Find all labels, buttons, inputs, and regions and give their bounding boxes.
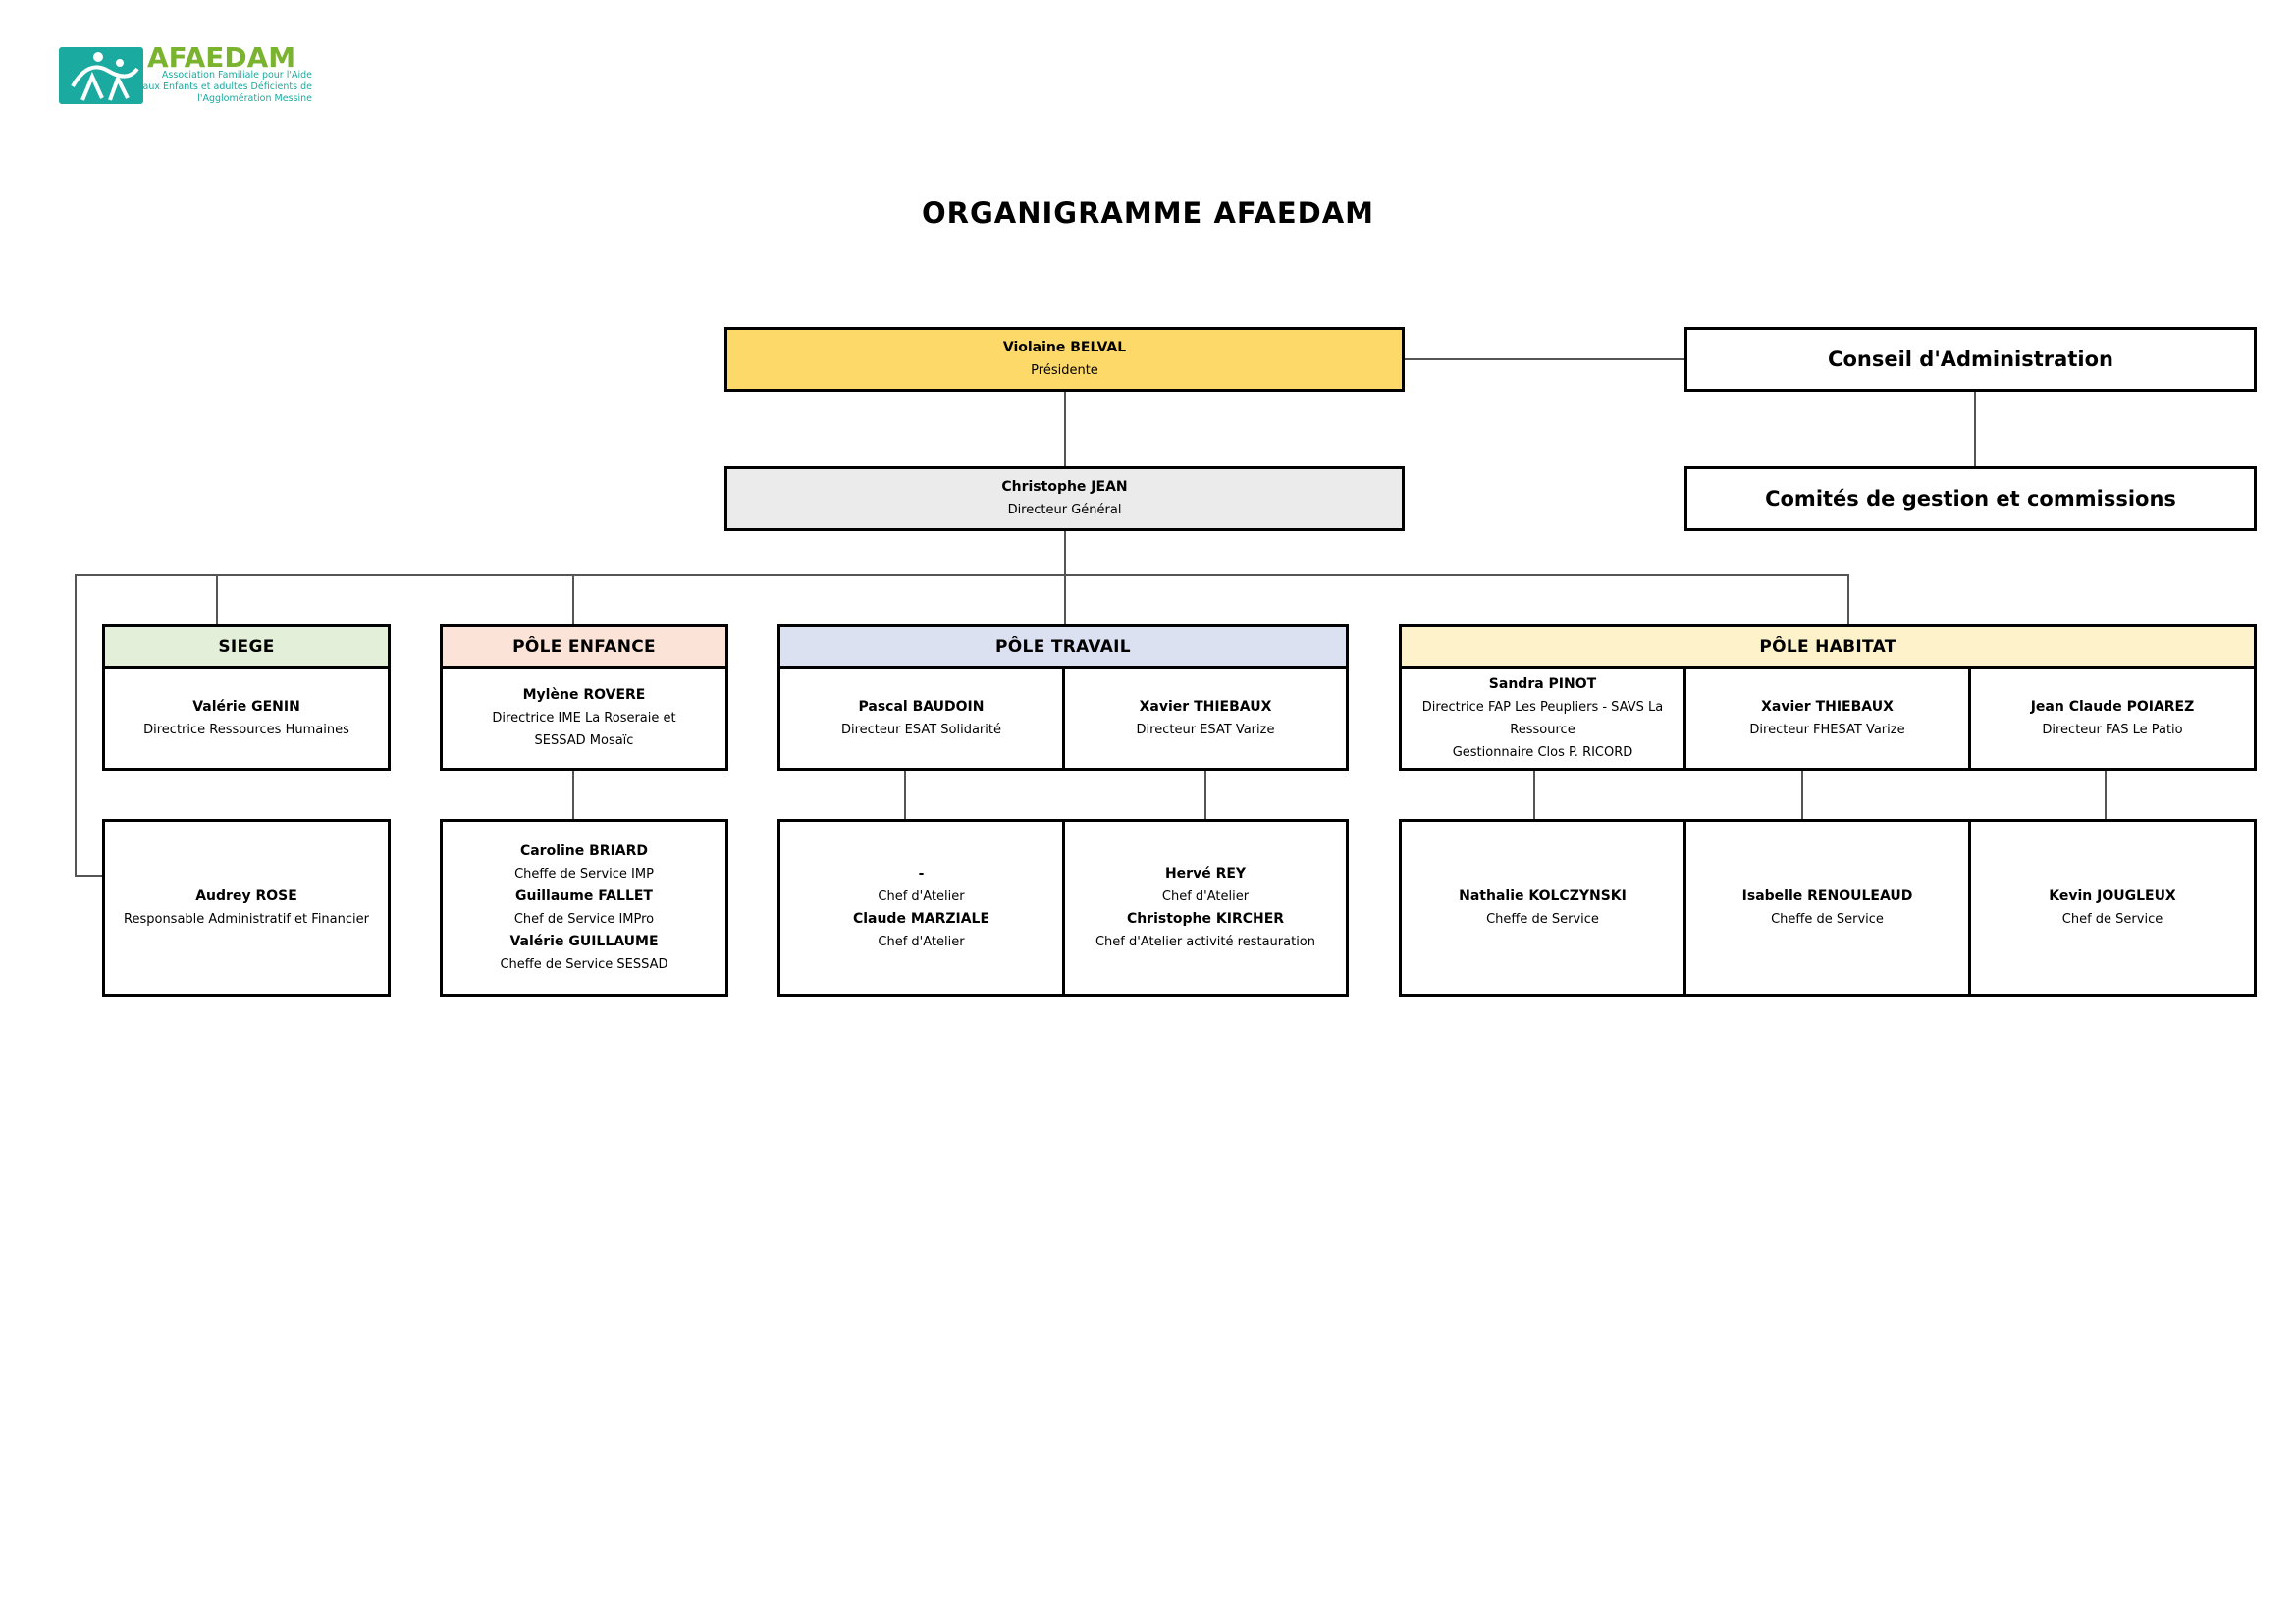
person-role: Directrice IME La Roseraie et — [492, 711, 676, 726]
person-name: Mylène ROVERE — [522, 687, 646, 703]
siege-head-box: Valérie GENIN Directrice Ressources Huma… — [102, 666, 391, 771]
pole-header-enfance: PÔLE ENFANCE — [440, 624, 728, 669]
person-name: Audrey ROSE — [195, 888, 297, 904]
person-name: Isabelle RENOULEAUD — [1741, 888, 1913, 904]
person-role: SESSAD Mosaïc — [534, 733, 634, 748]
connector-board-committees — [1974, 392, 1976, 467]
person-role: Chef d'Atelier — [1161, 889, 1250, 904]
person-name: Xavier THIEBAUX — [1139, 698, 1272, 715]
person-role: Directrice FAP Les Peupliers - SAVS La — [1421, 699, 1664, 715]
person-role: Ressource — [1510, 722, 1575, 737]
habitat-sub-box-3: Kevin JOUGLEUX Chef de Service — [1968, 819, 2257, 997]
person-name: Xavier THIEBAUX — [1761, 698, 1894, 715]
president-role: Présidente — [1031, 363, 1098, 378]
person-role: Responsable Administratif et Financier — [124, 911, 369, 927]
director-box: Christophe JEAN Directeur Général — [724, 466, 1405, 531]
director-role: Directeur Général — [1007, 503, 1122, 517]
connector-president-board — [1405, 358, 1686, 360]
director-name: Christophe JEAN — [1001, 479, 1128, 495]
committees-box: Comités de gestion et commissions — [1684, 466, 2257, 531]
person-name: Jean Claude POIAREZ — [2030, 698, 2195, 715]
person-role: Cheffe de Service — [1771, 911, 1884, 927]
enfance-sub-box: Caroline BRIARD Cheffe de Service IMP Gu… — [440, 819, 728, 997]
connector-bus-audrey — [75, 574, 77, 876]
pole-header-habitat: PÔLE HABITAT — [1399, 624, 2257, 669]
afaedam-logo: AFAEDAM Association Familiale pour l'Aid… — [59, 41, 316, 110]
person-name: Caroline BRIARD — [519, 842, 649, 859]
page-title: ORGANIGRAMME AFAEDAM — [921, 196, 1375, 230]
person-role: Gestionnaire Clos P. RICORD — [1452, 744, 1633, 760]
person-role: Chef de Service IMPro — [513, 911, 655, 927]
person-role: Directeur FAS Le Patio — [2042, 722, 2183, 737]
habitat-head-box-2: Xavier THIEBAUX Directeur FHESAT Varize — [1683, 666, 1971, 771]
person-name: Nathalie KOLCZYNSKI — [1459, 888, 1627, 904]
connector-travail-right-sub — [1204, 771, 1206, 820]
person-role: Chef de Service — [2061, 911, 2163, 927]
person-role: Chef d'Atelier activité restauration — [1095, 934, 1315, 949]
habitat-head-box-1: Sandra PINOT Directrice FAP Les Peuplier… — [1399, 666, 1686, 771]
person-role: Directeur ESAT Varize — [1136, 722, 1275, 737]
person-role: Cheffe de Service SESSAD — [500, 956, 668, 972]
person-name: Pascal BAUDOIN — [858, 698, 985, 715]
connector-travail-left-sub — [904, 771, 906, 820]
board-label: Conseil d'Administration — [1828, 348, 2113, 371]
person-name: Hervé REY — [1164, 865, 1247, 882]
enfance-head-box: Mylène ROVERE Directrice IME La Roseraie… — [440, 666, 728, 771]
travail-head-box-2: Xavier THIEBAUX Directeur ESAT Varize — [1062, 666, 1349, 771]
connector-bus-siege — [216, 574, 218, 626]
habitat-head-box-3: Jean Claude POIAREZ Directeur FAS Le Pat… — [1968, 666, 2257, 771]
board-box: Conseil d'Administration — [1684, 327, 2257, 392]
logo-wordmark: AFAEDAM — [147, 41, 296, 74]
person-name: - — [918, 865, 925, 882]
person-name: Valérie GUILLAUME — [509, 933, 659, 949]
logo-subtitle-line: aux Enfants et adultes Déficients de — [142, 81, 312, 92]
person-role: Directeur FHESAT Varize — [1749, 722, 1905, 737]
connector-director-travail — [1064, 530, 1066, 626]
person-name: Guillaume FALLET — [515, 888, 653, 904]
person-role: Chef d'Atelier — [878, 934, 965, 949]
person-name: Valérie GENIN — [192, 698, 300, 715]
logo-subtitle-line: l'Agglomération Messine — [197, 93, 312, 104]
pole-header-siege: SIEGE — [102, 624, 391, 669]
connector-president-director — [1064, 392, 1066, 467]
travail-sub-box-2: Hervé REY Chef d'Atelier Christophe KIRC… — [1062, 819, 1349, 997]
person-name: Christophe KIRCHER — [1126, 910, 1285, 927]
travail-sub-box-1: - Chef d'Atelier Claude MARZIALE Chef d'… — [777, 819, 1065, 997]
connector-habitat-1-sub — [1533, 771, 1535, 820]
person-role: Directrice Ressources Humaines — [143, 722, 349, 737]
connector-bus-habitat — [1847, 574, 1849, 626]
connector-audrey-stub — [75, 875, 104, 877]
connector-habitat-2-sub — [1801, 771, 1803, 820]
connector-habitat-3-sub — [2105, 771, 2107, 820]
connector-pole-bus — [75, 574, 1848, 576]
habitat-sub-box-1: Nathalie KOLCZYNSKI Cheffe de Service — [1399, 819, 1686, 997]
travail-head-box-1: Pascal BAUDOIN Directeur ESAT Solidarité — [777, 666, 1065, 771]
habitat-sub-box-2: Isabelle RENOULEAUD Cheffe de Service — [1683, 819, 1971, 997]
person-name: Claude MARZIALE — [852, 910, 990, 927]
logo-subtitle-line: Association Familiale pour l'Aide — [161, 70, 312, 81]
person-name: Kevin JOUGLEUX — [2049, 888, 2176, 904]
committees-label: Comités de gestion et commissions — [1765, 487, 2176, 511]
person-name: Sandra PINOT — [1488, 675, 1597, 692]
pole-header-travail: PÔLE TRAVAIL — [777, 624, 1349, 669]
person-role: Chef d'Atelier — [878, 889, 965, 904]
president-name: Violaine BELVAL — [1002, 340, 1127, 355]
person-role: Directeur ESAT Solidarité — [840, 722, 1001, 737]
connector-enfance-sub — [572, 771, 574, 820]
connector-bus-enfance — [572, 574, 574, 626]
person-role: Cheffe de Service — [1486, 911, 1599, 927]
siege-sub-box: Audrey ROSE Responsable Administratif et… — [102, 819, 391, 997]
logo-emblem-icon — [59, 47, 143, 104]
president-box: Violaine BELVAL Présidente — [724, 327, 1405, 392]
person-role: Cheffe de Service IMP — [514, 866, 654, 882]
